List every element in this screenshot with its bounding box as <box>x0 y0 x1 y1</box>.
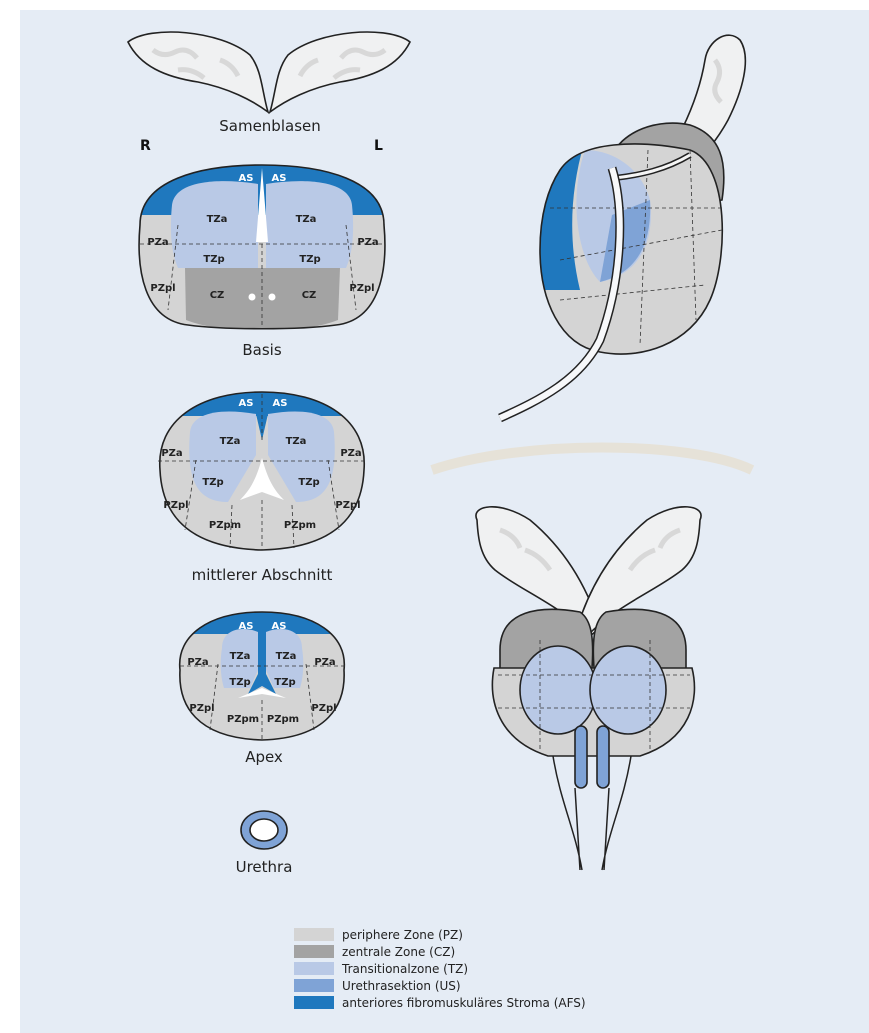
legend-label-pz: periphere Zone (PZ) <box>342 928 463 942</box>
apex-pzpl-right-label: PZpl <box>189 703 214 714</box>
base-cz-right-label: CZ <box>210 290 225 301</box>
legend-swatch-tz <box>294 962 334 975</box>
legend-label-cz: zentrale Zone (CZ) <box>342 945 455 959</box>
sagittal-view <box>500 35 745 418</box>
apex-pzpm-left-label: PZpm <box>267 714 299 725</box>
base-pza-left-label: PZa <box>357 237 378 248</box>
base-tzp-right-label: TZp <box>203 254 224 265</box>
base-label: Basis <box>242 341 281 359</box>
seminal-vesicles-illustration <box>128 32 410 112</box>
middle-section <box>150 388 380 550</box>
middle-pzpm-left-label: PZpm <box>284 520 316 531</box>
middle-pzpm-right-label: PZpm <box>209 520 241 531</box>
urethra-cross-section <box>241 811 287 849</box>
left-side-label: L <box>374 138 383 154</box>
middle-as-left-label: AS <box>273 398 288 409</box>
apex-tzp-right-label: TZp <box>229 677 250 688</box>
middle-pza-left-label: PZa <box>340 448 361 459</box>
middle-pzpl-left-label: PZpl <box>335 500 360 511</box>
base-tzp-left-label: TZp <box>299 254 320 265</box>
middle-section-label: mittlerer Abschnitt <box>192 566 333 584</box>
middle-pzpl-right-label: PZpl <box>163 500 188 511</box>
middle-as-right-label: AS <box>239 398 254 409</box>
middle-tza-right-label: TZa <box>220 436 241 447</box>
base-pzpl-right-label: PZpl <box>150 283 175 294</box>
apex-pzpl-left-label: PZpl <box>311 703 336 714</box>
right-side-label: R <box>140 138 151 154</box>
base-pzpl-left-label: PZpl <box>349 283 374 294</box>
apex-section <box>170 608 360 740</box>
apex-tza-left-label: TZa <box>276 651 297 662</box>
legend-swatch-us <box>294 979 334 992</box>
urethra-label: Urethra <box>236 858 293 876</box>
apex-pzpm-right-label: PZpm <box>227 714 259 725</box>
legend: periphere Zone (PZ) zentrale Zone (CZ) T… <box>294 928 586 1010</box>
base-pza-right-label: PZa <box>147 237 168 248</box>
middle-pza-right-label: PZa <box>161 448 182 459</box>
legend-swatch-pz <box>294 928 334 941</box>
base-as-right-label: AS <box>239 173 254 184</box>
base-tza-right-label: TZa <box>207 214 228 225</box>
apex-tza-right-label: TZa <box>230 651 251 662</box>
legend-swatch-afs <box>294 996 334 1009</box>
middle-tza-left-label: TZa <box>286 436 307 447</box>
base-cz-left-label: CZ <box>302 290 317 301</box>
legend-label-tz: Transitionalzone (TZ) <box>341 962 468 976</box>
middle-tzp-right-label: TZp <box>202 477 223 488</box>
apex-label: Apex <box>245 748 283 766</box>
apex-as-right-label: AS <box>239 621 254 632</box>
base-as-left-label: AS <box>272 173 287 184</box>
apex-as-left-label: AS <box>272 621 287 632</box>
apex-tzp-left-label: TZp <box>274 677 295 688</box>
apex-pza-right-label: PZa <box>187 657 208 668</box>
legend-label-us: Urethrasektion (US) <box>342 979 461 993</box>
middle-tzp-left-label: TZp <box>298 477 319 488</box>
base-tza-left-label: TZa <box>296 214 317 225</box>
legend-swatch-cz <box>294 945 334 958</box>
legend-label-afs: anteriores fibromuskuläres Stroma (AFS) <box>342 996 586 1010</box>
coronal-view <box>432 448 752 871</box>
seminal-vesicles-label: Samenblasen <box>219 117 321 135</box>
apex-pza-left-label: PZa <box>314 657 335 668</box>
